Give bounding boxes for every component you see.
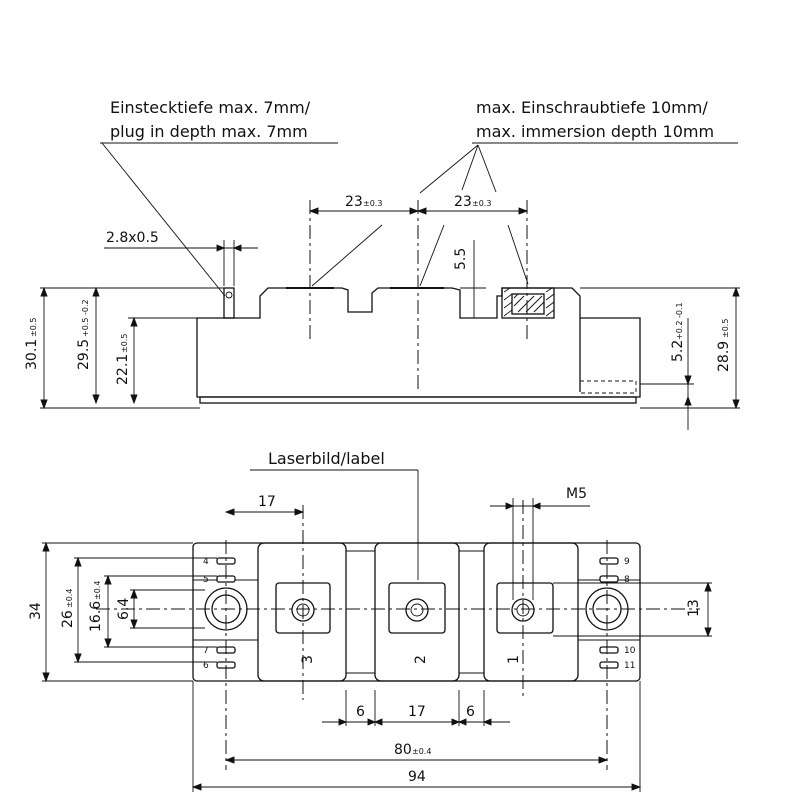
dim-5-2: 5.2	[670, 340, 686, 362]
pin-label-11: 11	[624, 661, 635, 671]
dim-5-2-tol: +0.2 -0.1	[675, 302, 684, 340]
dim-28-9-tol: ±0.5	[721, 319, 730, 338]
dim-17-top: 17	[258, 494, 276, 510]
compartment-1	[483, 542, 579, 682]
leader-pad-2	[419, 224, 445, 287]
dim-80-tol: ±0.4	[412, 747, 431, 756]
dim-m5: M5	[566, 486, 587, 502]
note-plug-depth-en: plug in depth max. 7mm	[110, 122, 308, 141]
dim-16-6: 16.6	[88, 601, 104, 632]
dim-13-lines	[553, 581, 712, 638]
pin-label-8: 8	[624, 575, 630, 585]
pin-label-10: 10	[624, 646, 636, 656]
top-view: Laserbild/label	[28, 449, 712, 792]
note-screw-leaders	[419, 144, 497, 194]
pin-label-4: 4	[203, 557, 209, 567]
note-screw-depth-de: max. Einschraubtiefe 10mm/	[476, 98, 708, 117]
compartment-3	[257, 542, 347, 682]
dim-6-right: 6	[466, 704, 475, 720]
dim-23-b: 23	[454, 194, 472, 210]
dim-30-1: 30.1	[24, 339, 40, 370]
leader-pad-1	[507, 224, 529, 285]
terminal-number-3: 3	[300, 655, 316, 664]
top-left-dims	[42, 541, 217, 683]
terminal-plate-2	[388, 582, 446, 634]
base-recess	[579, 380, 637, 394]
terminal-number-1: 1	[506, 655, 522, 664]
dim-34: 34	[28, 602, 44, 620]
dim-6-4: 6.4	[116, 598, 132, 620]
terminal-number-2: 2	[413, 655, 429, 664]
dim-13: 13	[686, 599, 702, 617]
dim-23-a-tol: ±0.3	[363, 199, 382, 208]
pin-label-9: 9	[624, 557, 630, 567]
dim-16-6-tol: ±0.4	[93, 581, 102, 600]
leader-pad-3	[311, 224, 383, 287]
dim-29-5-tol: +0.5 -0.2	[81, 299, 90, 337]
terminal-plate-1	[496, 582, 554, 634]
dim-5-5: 5.5	[453, 248, 469, 270]
dim-2-8: 2.8x0.5	[106, 230, 159, 246]
dim-26-tol: ±0.4	[65, 589, 74, 608]
dim-6-17-6-lines	[322, 690, 510, 726]
note-laser-label: Laserbild/label	[268, 449, 385, 468]
dim-23-b-tol: ±0.3	[472, 199, 491, 208]
compartment-2	[374, 542, 460, 682]
pin-label-5: 5	[203, 575, 209, 585]
pin-label-6: 6	[203, 661, 209, 671]
dim-6-left: 6	[356, 704, 365, 720]
note-screw-depth-en: max. immersion depth 10mm	[476, 122, 714, 141]
dim-26: 26	[60, 610, 76, 628]
note-plug-depth-de: Einstecktiefe max. 7mm/	[110, 98, 311, 117]
side-view: Einstecktiefe max. 7mm/ plug in depth ma…	[24, 98, 740, 430]
base-plate	[199, 396, 637, 404]
dim-30-1-tol: ±0.5	[29, 318, 38, 337]
right-dims	[580, 286, 740, 430]
dim-28-9: 28.9	[716, 341, 732, 372]
plug-pin	[223, 240, 235, 319]
note-plug-leader	[101, 142, 226, 297]
pin-label-7: 7	[203, 646, 209, 656]
dim-29-5: 29.5	[76, 339, 92, 370]
dim-94: 94	[408, 769, 426, 785]
left-dims	[40, 286, 228, 410]
dim-80: 80	[394, 742, 412, 758]
dim-22-1-tol: ±0.5	[120, 334, 129, 353]
dim-17-bottom: 17	[408, 704, 426, 720]
dim-23-a: 23	[345, 194, 363, 210]
dim-22-1: 22.1	[115, 354, 131, 385]
aux-pins-right	[599, 557, 619, 669]
screw-terminal-section	[501, 287, 555, 319]
